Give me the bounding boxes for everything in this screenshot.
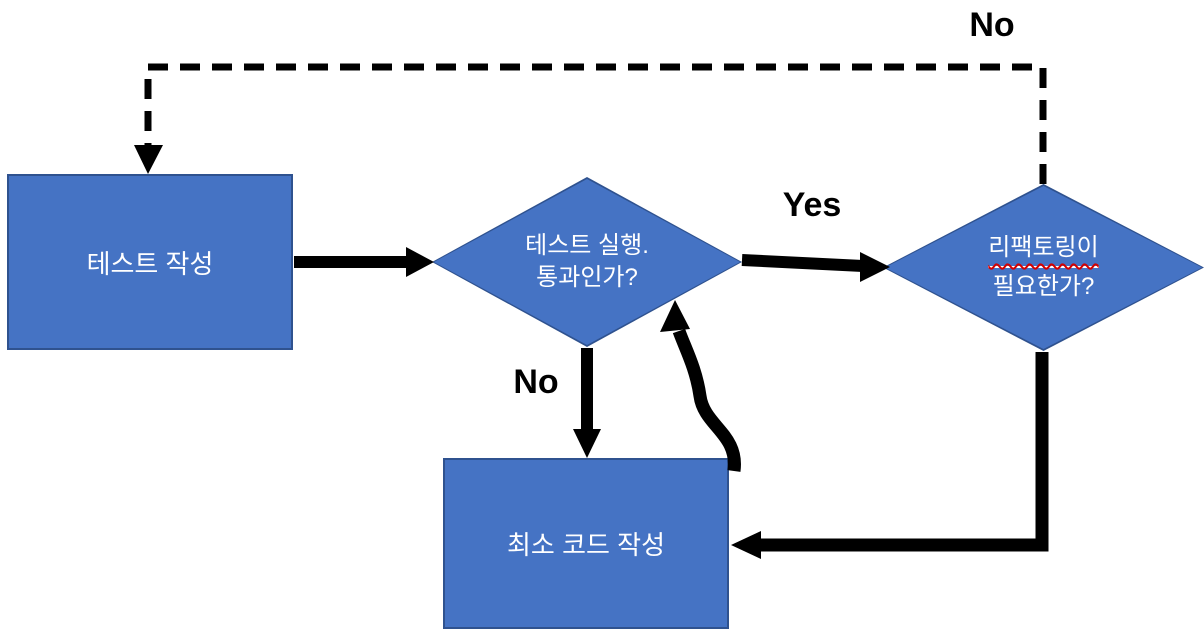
- edge-label-no-to-min-code: No: [513, 363, 559, 401]
- node-write-test: 테스트 작성: [7, 174, 293, 350]
- node-refactor-line2: 필요한가?: [992, 272, 1095, 300]
- edge-label-yes: Yes: [782, 186, 842, 224]
- edge-refactor-to-write-test-no-dashed: [134, 63, 1047, 184]
- node-refactor-label: 리팩토링이 필요한가?: [883, 184, 1204, 351]
- node-refactor-line1: 리팩토링이: [988, 232, 1099, 268]
- node-write-min-code: 최소 코드 작성: [443, 458, 729, 629]
- node-run-test-line1: 테스트 실행.: [525, 231, 649, 259]
- node-refactor: 리팩토링이 필요한가?: [883, 184, 1204, 351]
- node-run-test: 테스트 실행. 통과인가?: [432, 177, 742, 347]
- node-write-test-label: 테스트 작성: [86, 248, 214, 279]
- edge-write-test-to-run-test: [294, 247, 434, 277]
- edge-refactor-to-min-code: [731, 352, 1049, 559]
- node-run-test-line2: 통과인가?: [536, 264, 638, 291]
- edge-label-no-to-write-test: No: [969, 6, 1015, 44]
- edge-run-test-to-refactor-yes: [741, 252, 890, 282]
- node-write-min-code-label: 최소 코드 작성: [507, 530, 665, 560]
- node-run-test-label: 테스트 실행. 통과인가?: [432, 177, 742, 347]
- edge-run-test-to-min-code-no: [573, 348, 601, 458]
